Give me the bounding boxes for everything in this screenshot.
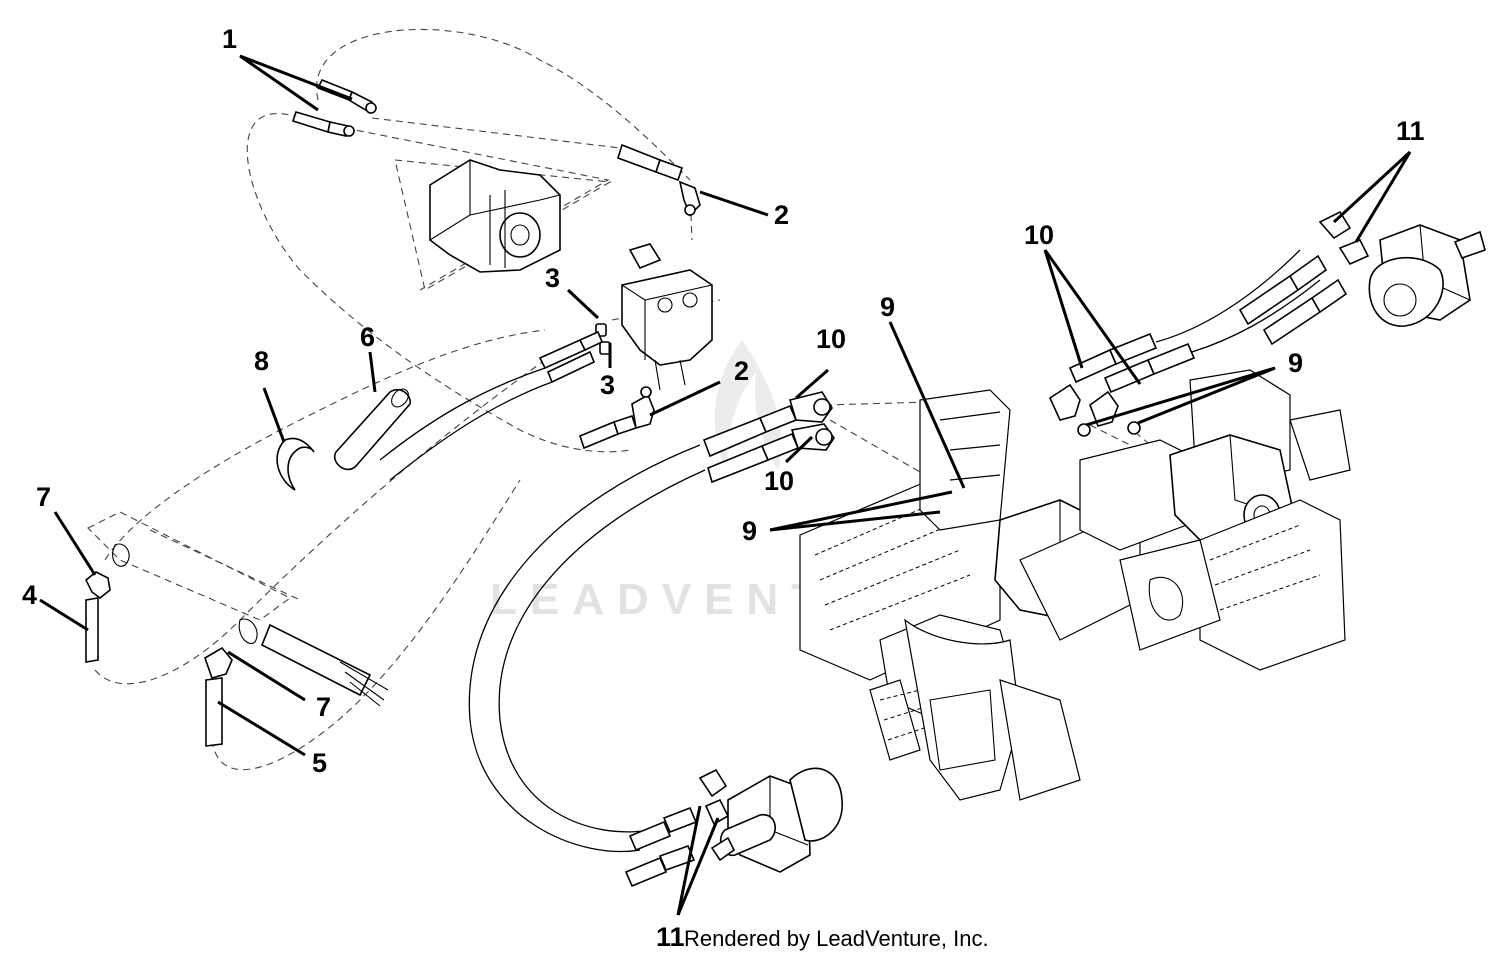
callout-3-upper: 3 [545,263,560,293]
callout-2-lower: 2 [734,356,749,386]
callout-4: 4 [22,580,37,610]
hoses-right [1048,210,1370,437]
wheel-motor-right [1368,224,1486,327]
callout-labels: 1 2 2 3 3 4 5 6 7 7 8 9 9 9 10 10 10 11 … [22,24,1425,952]
callout-7-left: 7 [36,482,51,512]
frame-center [799,389,1141,801]
hoses-lower [468,391,835,888]
routing-lines [94,28,1181,771]
callout-7-right: 7 [316,692,331,722]
credit-text: Rendered by LeadVenture, Inc. [684,926,989,951]
callout-10-lower: 10 [764,466,794,496]
leader-lines [39,54,1412,916]
callout-9-lower: 9 [742,516,757,546]
callout-5: 5 [312,748,327,778]
callout-9-right: 9 [1288,348,1303,378]
callout-1: 1 [222,24,237,54]
sleeve-item-6 [333,388,411,471]
cylinder-assembly [84,511,389,747]
callout-2-upper: 2 [774,200,789,230]
pump-assembly-upper [394,159,612,291]
watermark-logo [714,340,782,480]
wheel-motor-lower [698,767,843,873]
callout-11-right: 11 [1396,116,1425,146]
clamp-item-8 [276,437,315,491]
callout-6: 6 [360,322,375,352]
fittings-center [379,323,655,481]
callout-10-upper: 10 [816,324,846,354]
callout-3-lower: 3 [600,370,615,400]
callout-9-upper: 9 [880,292,895,322]
callout-11-lower: 11 [656,922,685,952]
valve-block [621,243,713,391]
callout-10-right: 10 [1024,220,1054,250]
callout-8: 8 [254,346,269,376]
frame-right [1079,369,1351,671]
